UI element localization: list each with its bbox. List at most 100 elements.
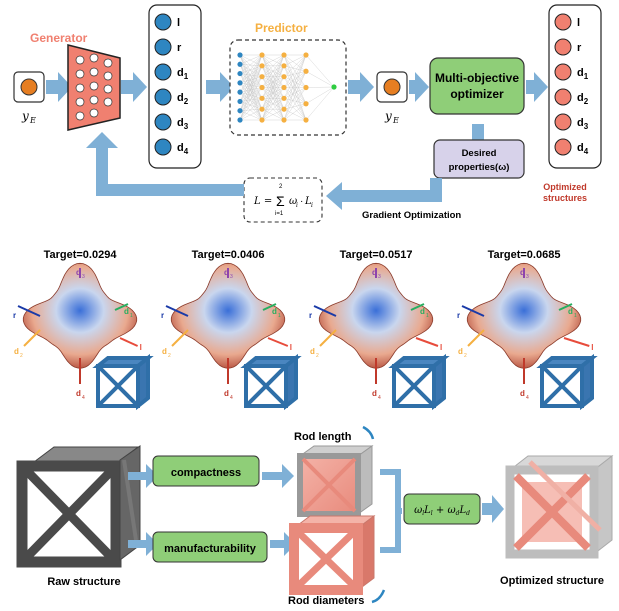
- svg-text:4: 4: [378, 395, 381, 401]
- nn-neuron: [237, 52, 243, 58]
- arrow-desired-to-optimizer: [472, 124, 484, 140]
- nn-neuron: [259, 106, 265, 112]
- generator-neurons: [75, 53, 113, 121]
- svg-text:i: i: [296, 202, 298, 209]
- optimized-label-3: d2: [577, 92, 589, 106]
- nn-neuron: [281, 84, 287, 91]
- optimized-structure-label: Optimized structure: [500, 575, 604, 587]
- optimizer-box: Multi-objective optimizer: [429, 57, 525, 115]
- nn-neuron: [303, 52, 309, 58]
- arrow-raw-to-compactness: [128, 464, 158, 488]
- output-ye-sub: E: [392, 116, 399, 125]
- latent-label-3: d2: [177, 92, 189, 106]
- nn-neuron: [281, 63, 287, 69]
- latent-node-2: [154, 63, 172, 81]
- optimized-node-4: [554, 113, 572, 131]
- manufacturability-box: manufacturability: [152, 531, 268, 563]
- arrow-desired-to-loss: [326, 178, 442, 210]
- input-ye-node: y E: [13, 71, 45, 125]
- svg-text:·: ·: [300, 196, 303, 207]
- optimized-node-0: [554, 13, 572, 31]
- nn-neuron: [237, 108, 243, 114]
- axis-d3-label: d: [372, 268, 377, 277]
- arrow-latent-to-predictor: [206, 72, 234, 102]
- optimized-label-4: d3: [577, 117, 589, 131]
- axis-l-label: l: [440, 343, 442, 352]
- raw-structure-cube: [16, 445, 141, 568]
- svg-text:2: 2: [316, 353, 319, 359]
- svg-text:3: 3: [526, 274, 529, 280]
- nn-neuron: [259, 95, 265, 101]
- axis-r-label: r: [457, 311, 460, 320]
- latent-label-4: d3: [177, 117, 189, 131]
- svg-text:1: 1: [130, 313, 133, 319]
- desired-properties-box: Desired properties(ω): [433, 139, 525, 179]
- manufacturability-label: manufacturability: [164, 543, 257, 555]
- output-ye-label: y: [384, 109, 392, 123]
- nn-neuron: [259, 52, 265, 58]
- optimizer-label-2: optimizer: [450, 87, 504, 101]
- svg-text:4: 4: [526, 395, 529, 401]
- arrow-ye-to-optimizer: [409, 72, 429, 102]
- nn-neuron: [331, 84, 337, 90]
- axis-d3-label: d: [520, 268, 525, 277]
- rod-diameters-curved-arrow: [371, 589, 386, 604]
- nn-neuron: [259, 74, 265, 80]
- latent-node-0: [154, 13, 172, 31]
- arrow-combo-to-optimized: [482, 495, 504, 523]
- axis-l-label: l: [290, 343, 292, 352]
- desired-label-2: properties(ω): [449, 162, 510, 173]
- nn-neuron: [281, 52, 287, 58]
- optimized-node-1: [554, 38, 572, 56]
- svg-text:L: L: [304, 196, 312, 207]
- svg-text:3: 3: [82, 274, 85, 280]
- compactness-box: compactness: [152, 455, 260, 487]
- axis-l-label: l: [140, 343, 142, 352]
- rod-length-curved-arrow: [362, 425, 375, 440]
- svg-text:3: 3: [378, 274, 381, 280]
- axis-d1-label: d: [124, 307, 129, 316]
- axis-d2-label: d: [14, 347, 19, 356]
- arrow-to-generator: [46, 72, 72, 102]
- unit-cell-cube: [92, 353, 154, 411]
- latent-node-3: [154, 88, 172, 106]
- arrow-optimizer-to-output: [526, 72, 548, 102]
- predictor-block: [229, 39, 347, 136]
- axis-d4-label: d: [372, 389, 377, 398]
- combine-bracket: [380, 469, 402, 553]
- arrow-predictor-to-ye: [348, 72, 374, 102]
- nn-neuron: [259, 84, 265, 91]
- svg-text:4: 4: [230, 395, 233, 401]
- optimized-node-5: [554, 138, 572, 156]
- nn-neuron: [303, 117, 309, 123]
- rod-diameters-label: Rod diameters: [288, 595, 364, 607]
- arrow-compactness-to-rodlength: [262, 464, 294, 488]
- combo-formula-box: ωlLl + ωdLd: [403, 493, 481, 525]
- property-surface: [318, 262, 434, 369]
- axis-d4-label: d: [224, 389, 229, 398]
- unit-cell-cube: [536, 353, 598, 411]
- desired-label-1: Desired: [462, 148, 497, 159]
- svg-text:ω: ω: [289, 196, 297, 207]
- svg-text:2: 2: [20, 353, 23, 359]
- arrow-loss-to-generator: [86, 132, 244, 196]
- axis-r-label: r: [161, 311, 164, 320]
- optimized-label-1: r: [577, 42, 582, 54]
- nn-neuron: [237, 98, 243, 105]
- property-surface: [466, 262, 582, 369]
- target-label-0: Target=0.0294: [44, 249, 118, 261]
- svg-text:Σ: Σ: [276, 193, 285, 209]
- optimized-structures-label-1: Optimized: [543, 182, 587, 192]
- rod-length-label: Rod length: [294, 431, 352, 443]
- latent-node-1: [154, 38, 172, 56]
- optimized-label-2: d1: [577, 67, 589, 81]
- arrow-generator-to-latent: [121, 72, 147, 102]
- svg-text:3: 3: [230, 274, 233, 280]
- optimized-label-0: l: [577, 17, 580, 29]
- loss-box: L = Σ 2 i=1 ω i · L i: [243, 177, 323, 223]
- nn-neuron: [237, 80, 243, 86]
